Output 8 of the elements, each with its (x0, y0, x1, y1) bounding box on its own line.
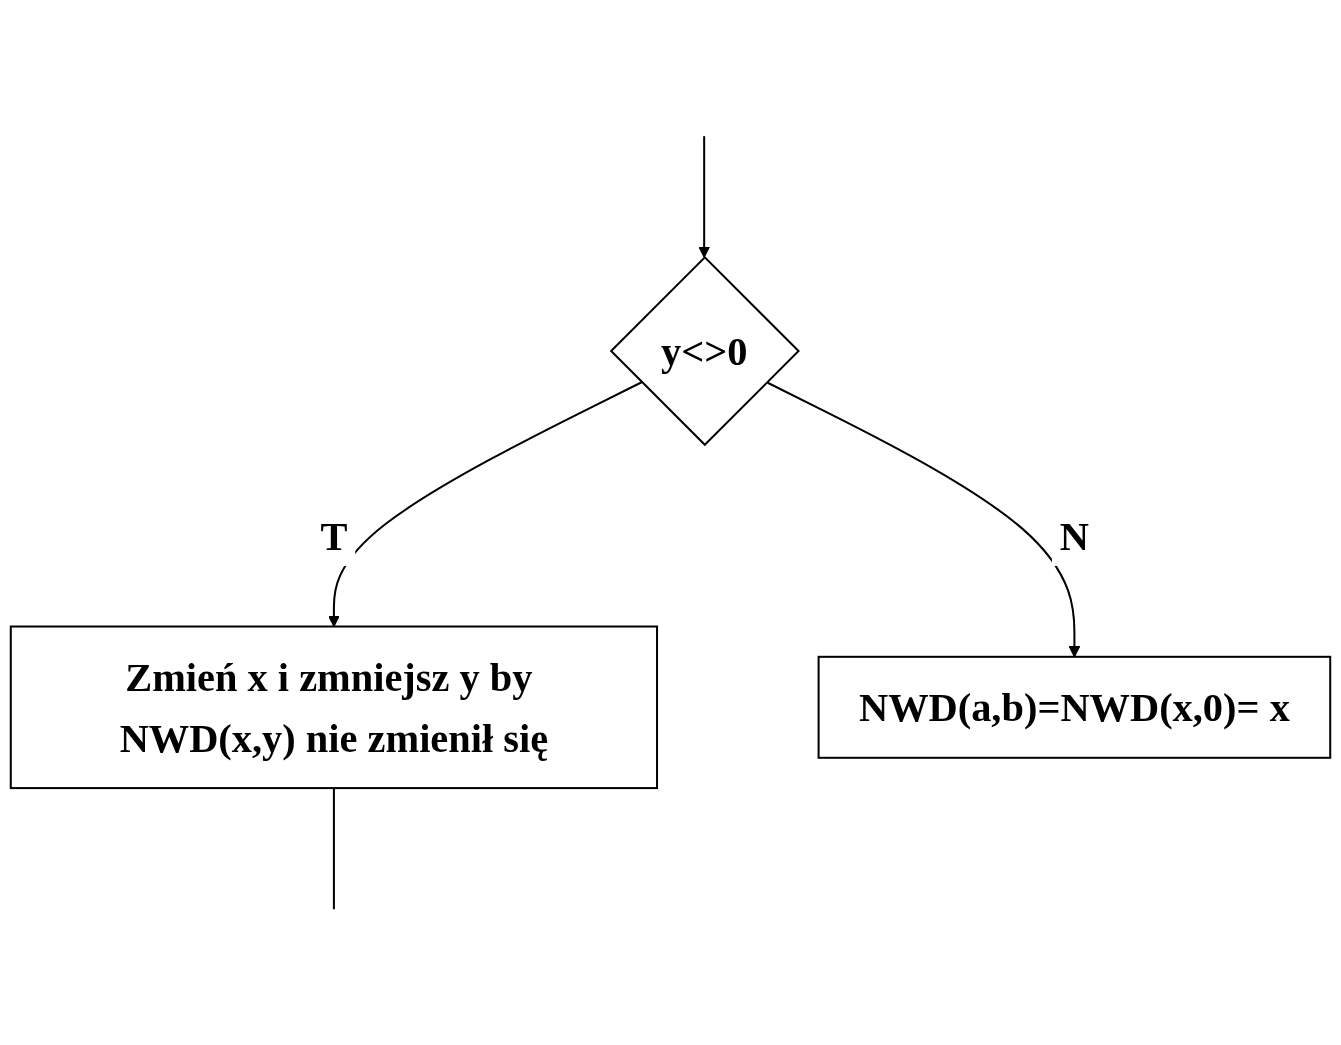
node-box: NWD(a,b)=NWD(x,0)= x (817, 655, 1332, 759)
connector (332, 787, 335, 910)
node-box: Zmień x i zmniejsz y by NWD(x,y) nie zmienił się (9, 625, 659, 789)
node-diamond: y<>0 (609, 255, 800, 446)
edge-label: N (1059, 513, 1089, 558)
edge-label: T (320, 513, 348, 558)
arrow (328, 381, 643, 627)
arrow (698, 135, 711, 258)
